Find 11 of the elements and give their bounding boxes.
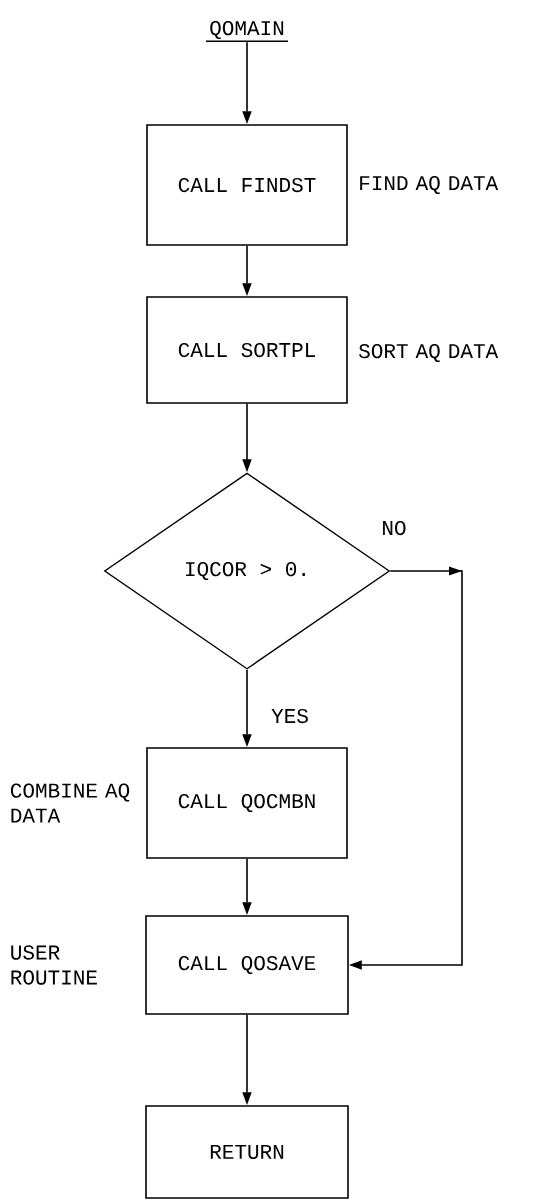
process-box: CALL QOSAVE bbox=[145, 915, 349, 1015]
process-box: CALL QOCMBN bbox=[146, 747, 348, 859]
annotation-text: COMBINE AQ DATA bbox=[10, 783, 130, 823]
process-box: RETURN bbox=[145, 1105, 349, 1199]
edge-label: YES bbox=[271, 708, 308, 724]
annotation-text: USER ROUTINE bbox=[11, 945, 97, 985]
annotation-text: FIND AQ DATA bbox=[360, 176, 499, 194]
process-box: CALL FINDST bbox=[146, 124, 348, 246]
annotation-text: SORT AQ DATA bbox=[359, 344, 499, 362]
routine-name: QOMAIN bbox=[205, 21, 289, 42]
process-box: CALL SORTPL bbox=[146, 296, 348, 404]
